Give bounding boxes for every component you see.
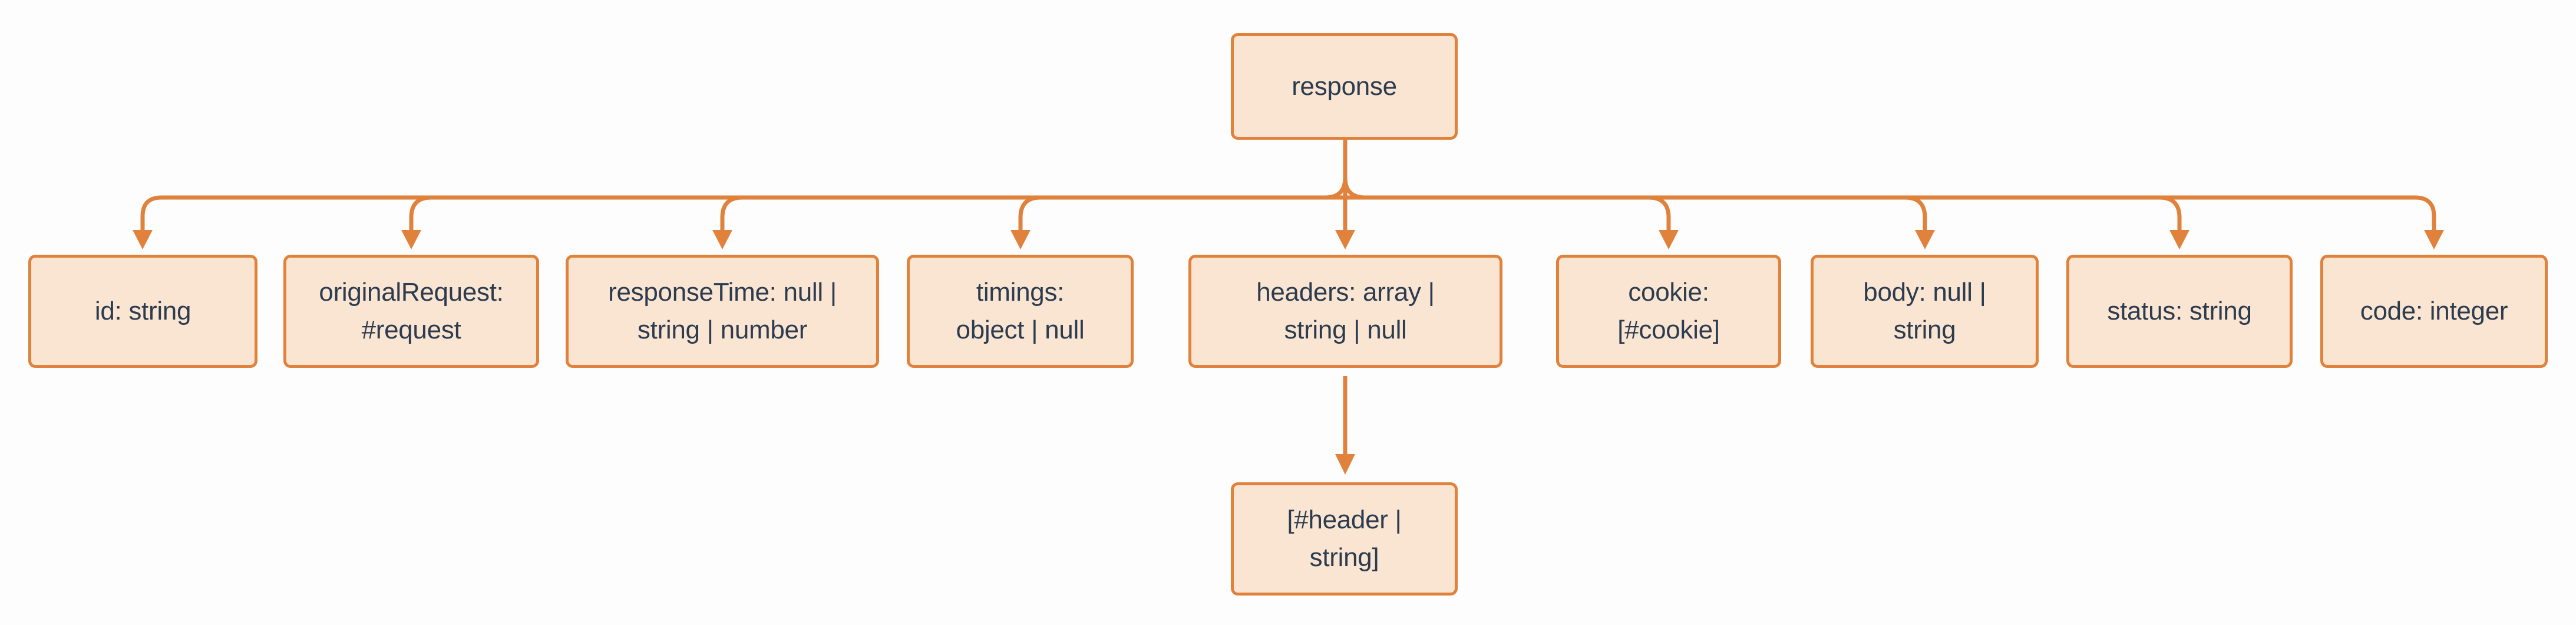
node-cookie-label: cookie: [#cookie] bbox=[1617, 278, 1720, 344]
arrowhead-id bbox=[133, 230, 153, 249]
node-header-item: [#header | string] bbox=[1231, 482, 1458, 596]
arrowhead-header-item bbox=[1335, 454, 1355, 475]
connector-branch-status bbox=[2159, 195, 2182, 235]
connector-trunk-flare-left bbox=[1325, 177, 1348, 200]
node-response-time-label: responseTime: null | string | number bbox=[608, 278, 837, 344]
connector-trunk-flare-right bbox=[1343, 177, 1366, 200]
node-id: id: string bbox=[28, 255, 257, 368]
node-body-label: body: null | string bbox=[1863, 278, 1986, 344]
arrowhead-code bbox=[2424, 230, 2444, 249]
arrowhead-originalrequest bbox=[401, 230, 421, 249]
arrowhead-responsetime bbox=[712, 230, 732, 249]
node-headers-label: headers: array | string | null bbox=[1256, 278, 1435, 344]
node-timings: timings: object | null bbox=[907, 255, 1134, 368]
node-id-label: id: string bbox=[94, 297, 191, 325]
node-status-label: status: string bbox=[2107, 297, 2252, 325]
node-response-label: response bbox=[1292, 71, 1397, 101]
node-status: status: string bbox=[2066, 255, 2293, 368]
connector-branch-originalrequest bbox=[409, 195, 432, 235]
arrowhead-headers bbox=[1335, 230, 1355, 249]
node-header-item-label: [#header | string] bbox=[1287, 505, 1402, 572]
node-body: body: null | string bbox=[1811, 255, 2039, 368]
node-cookie: cookie: [#cookie] bbox=[1556, 255, 1781, 368]
arrowhead-timings bbox=[1010, 230, 1031, 249]
connector-branch-body bbox=[1904, 195, 1927, 235]
node-response: response bbox=[1231, 33, 1458, 140]
node-timings-label: timings: object | null bbox=[956, 278, 1085, 344]
node-headers: headers: array | string | null bbox=[1188, 255, 1502, 368]
arrowhead-status bbox=[2169, 230, 2189, 249]
node-response-time: responseTime: null | string | number bbox=[566, 255, 879, 368]
arrowhead-cookie bbox=[1659, 230, 1679, 249]
connector-branch-timings bbox=[1018, 195, 1041, 235]
connector-branch-responsetime bbox=[720, 195, 743, 235]
node-original-request: originalRequest: #request bbox=[283, 255, 539, 368]
node-code: code: integer bbox=[2320, 255, 2548, 368]
connector-bus bbox=[140, 195, 2436, 235]
arrowhead-body bbox=[1915, 230, 1935, 249]
node-code-label: code: integer bbox=[2360, 297, 2508, 325]
node-original-request-label: originalRequest: #request bbox=[319, 278, 504, 344]
connector-branch-cookie bbox=[1648, 195, 1671, 235]
